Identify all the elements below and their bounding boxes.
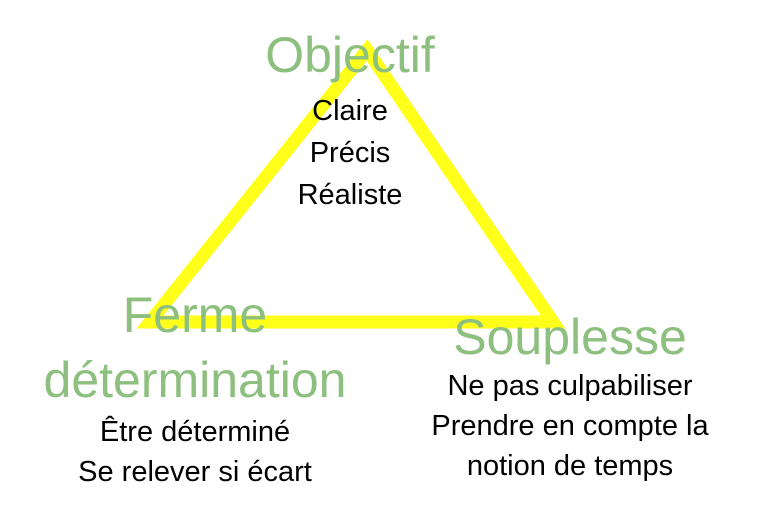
objectif-items: Claire Précis Réaliste xyxy=(250,90,450,216)
determination-item-2: Se relever si écart xyxy=(78,456,312,488)
determination-title-line1: Ferme xyxy=(122,287,268,343)
objectif-title: Objectif xyxy=(265,27,435,83)
objectif-item-realiste: Réaliste xyxy=(297,179,403,211)
objectif-item-precis: Précis xyxy=(309,137,391,169)
determination-item-1: Être déterminé xyxy=(99,416,291,448)
souplesse-title: Souplesse xyxy=(453,309,687,365)
souplesse-item-2: Prendre en compte la xyxy=(431,410,709,442)
determination-title-line2: détermination xyxy=(43,352,347,408)
souplesse-items: Ne pas culpabiliser Prendre en compte la… xyxy=(390,366,750,486)
objectif-item-claire: Claire xyxy=(312,95,388,127)
determination-items: Être déterminé Se relever si écart xyxy=(20,412,370,492)
souplesse-item-1: Ne pas culpabiliser xyxy=(447,370,693,402)
souplesse-item-3: notion de temps xyxy=(466,450,674,482)
